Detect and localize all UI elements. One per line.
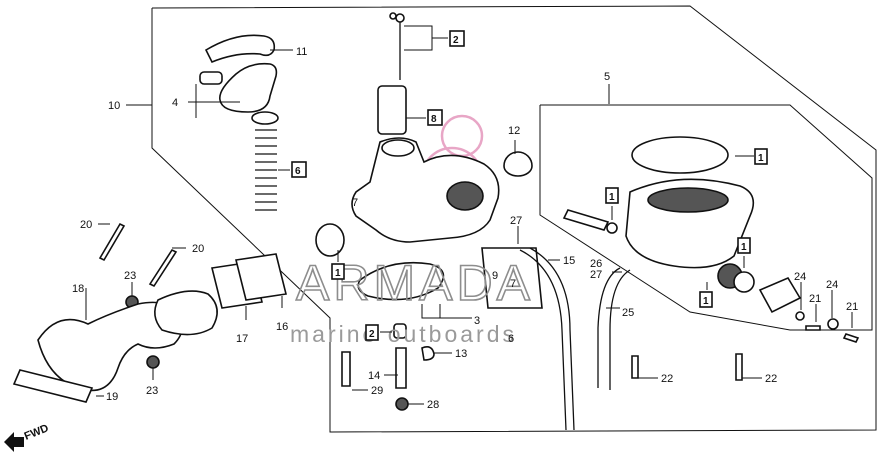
callout-25: 25 — [622, 307, 634, 319]
callout-24b: 24 — [826, 279, 838, 291]
callout-22a: 22 — [661, 373, 673, 385]
part-24-washer-b — [827, 318, 839, 330]
callout-23b: 23 — [146, 385, 158, 397]
part-1-oring-right — [606, 222, 618, 234]
callout-28: 28 — [427, 399, 439, 411]
callout-box-1a — [754, 148, 768, 165]
part-20-bolt-a — [98, 222, 126, 262]
part-28-nut — [395, 397, 409, 411]
callout-2b: 2 — [369, 329, 375, 340]
fwd-label: FWD — [23, 422, 51, 443]
callout-1e: 1 — [335, 268, 341, 279]
callout-9: 9 — [492, 270, 498, 282]
callout-20b: 20 — [192, 243, 204, 255]
part-20-bolt-b — [148, 248, 178, 288]
carburetor-body — [351, 137, 500, 243]
part-13-clip — [421, 346, 435, 361]
callout-6b: 6 — [508, 333, 514, 345]
part-21-screw-b — [842, 333, 860, 343]
callout-7b: 7 — [510, 278, 516, 290]
callout-16: 16 — [276, 321, 288, 333]
callout-21b: 21 — [846, 301, 858, 313]
callout-box-2b — [365, 324, 379, 341]
part-29-screw — [341, 351, 351, 387]
callout-29: 29 — [371, 385, 383, 397]
float-chamber-boundary — [539, 104, 873, 331]
callout-1c: 1 — [741, 242, 747, 253]
callout-24a: 24 — [794, 271, 806, 283]
callout-27b: 27 — [590, 269, 602, 281]
fwd-arrow-icon — [4, 432, 24, 452]
callout-labels: 2 11 4 10 8 6 5 12 1 1 1 1 1 7 7 9 27 27… — [72, 30, 858, 411]
part-12-cap — [503, 151, 533, 177]
callout-3: 3 — [474, 315, 480, 327]
callout-11: 11 — [296, 46, 307, 58]
callout-14: 14 — [368, 370, 380, 382]
part-17-insulator — [154, 290, 218, 336]
part-14-jet — [395, 347, 407, 389]
part-22-bolt-a — [631, 355, 639, 379]
callout-17: 17 — [236, 333, 248, 345]
callout-22b: 22 — [765, 373, 777, 385]
watermark-tagline: marine outboards — [290, 321, 517, 347]
callout-box-6 — [291, 161, 307, 178]
part-23-nut-b — [146, 355, 160, 369]
callout-27a: 27 — [510, 215, 522, 227]
part-8-throttle-valve — [377, 85, 407, 135]
callout-box-1d — [699, 291, 713, 308]
callout-1b: 1 — [609, 192, 615, 203]
callout-box-1e — [331, 263, 345, 280]
callout-2: 2 — [453, 35, 459, 46]
part-21-screw-a — [805, 325, 821, 331]
callout-1d: 1 — [703, 296, 709, 307]
callout-12: 12 — [508, 125, 520, 137]
callout-20a: 20 — [80, 219, 92, 231]
callout-box-8 — [427, 109, 443, 126]
part-2-clip-b — [389, 12, 397, 20]
leader-lines — [85, 25, 853, 405]
callout-23a: 23 — [124, 270, 136, 282]
part-drain-body — [758, 276, 802, 314]
part-25-hose — [597, 267, 631, 390]
callout-4: 4 — [172, 97, 178, 109]
callout-box-1b — [605, 187, 619, 204]
part-1-oring-left — [315, 223, 345, 257]
callout-8: 8 — [431, 114, 437, 125]
carburetor-top-bore — [381, 139, 415, 157]
callout-box-2 — [449, 30, 465, 47]
assembly-boundary — [151, 5, 877, 433]
callout-18: 18 — [72, 283, 84, 295]
part-19-gasket — [12, 369, 94, 403]
callout-5: 5 — [604, 71, 610, 83]
callout-box-1c — [737, 237, 751, 254]
part-float-pin — [562, 209, 610, 231]
part-1-ring — [733, 271, 755, 293]
part-1-chamber-gasket — [631, 136, 729, 174]
callout-15: 15 — [563, 255, 575, 267]
part-24-washer — [795, 311, 805, 321]
carburetor-bore — [446, 181, 484, 211]
float-chamber-rim — [647, 187, 729, 213]
part-washer — [251, 111, 279, 125]
part-2-clip — [395, 13, 405, 23]
part-11-hose — [204, 34, 276, 64]
part-4-fuel-cap — [219, 62, 278, 113]
callout-19: 19 — [106, 391, 118, 403]
part-16-gasket — [235, 253, 287, 301]
part-4-nipple — [199, 71, 223, 85]
callout-13: 13 — [455, 348, 467, 360]
part-9-plate — [481, 247, 543, 309]
callout-6: 6 — [295, 166, 301, 177]
callout-10: 10 — [108, 100, 120, 112]
callout-21a: 21 — [809, 293, 821, 305]
callout-7a: 7 — [352, 197, 358, 209]
part-2b-jet — [393, 323, 407, 339]
part-8-spring — [255, 129, 277, 211]
throttle-plate — [357, 261, 445, 301]
callout-1a: 1 — [758, 153, 764, 164]
part-15-hose — [519, 247, 575, 431]
part-22-bolt-b — [735, 353, 743, 381]
callout-26: 26 — [590, 258, 602, 270]
